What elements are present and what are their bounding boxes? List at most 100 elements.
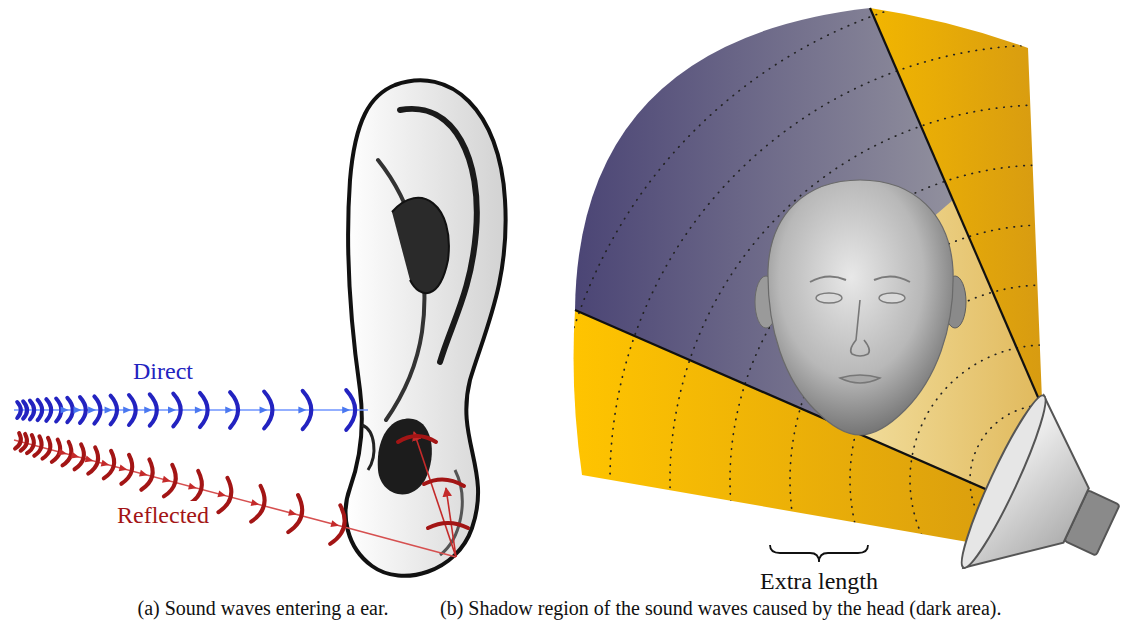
arrowhead [105,407,113,414]
speaker-rim [952,390,1056,573]
wave-arc [150,394,157,425]
wave-arc [398,436,436,442]
brace [770,545,868,562]
head [755,180,966,435]
wave-arc [424,479,464,486]
wave-arc [330,505,349,546]
wave-crest [144,394,157,425]
wave-arc [121,455,135,486]
sound-fan [490,0,1132,639]
caption: (a) Sound waves entering a ear. [137,596,388,620]
wave-arc [141,459,156,491]
arrowhead [251,499,261,508]
wave-arc [15,433,23,449]
wave-crest [98,449,117,480]
wave-crest [214,477,235,515]
arrowhead [144,407,152,414]
wave-crest [56,440,74,467]
reflected-ray [414,432,456,557]
arrowhead [74,407,82,414]
nose [851,300,870,356]
wave-crest [168,394,181,427]
tragus [362,425,374,470]
wave-crest [195,393,208,427]
wave-crest [34,436,44,457]
wave-arc [104,451,118,480]
ear [346,80,506,576]
face [768,180,953,435]
wave-crest [23,401,27,418]
arrowhead [330,520,340,529]
arrowhead [88,407,96,414]
wave-front [670,105,1132,639]
wave-label: Direct [133,357,193,386]
arrowhead [225,407,233,414]
wave-front [610,45,1132,639]
wave-front [490,0,1132,639]
wave-crest [68,443,86,471]
arrowhead [217,490,227,499]
arrowhead [188,483,198,492]
reflection [348,432,468,557]
wave-arc [21,434,29,452]
mouth [840,375,880,383]
fossa [392,198,449,293]
arrowhead [85,455,95,464]
wave-arc [173,394,180,427]
caption: (b) Shadow region of the sound waves cau… [440,596,1126,620]
wave-arc [200,393,208,427]
wave-crest [61,398,73,422]
wave-crest [116,453,136,485]
arrowhead [119,464,129,473]
arrowhead [298,407,306,414]
wave-crest [105,396,117,425]
wave-arc [303,391,312,429]
wave-crest [38,400,43,420]
arrowhead [71,452,81,461]
wave-fronts [490,0,1132,639]
arrowhead [288,509,298,518]
wave-front [550,0,1132,639]
wave-arc [67,398,72,422]
wave-front [910,345,1132,615]
wave-crest [56,399,61,422]
wave-arc [251,486,268,524]
wave-crest [247,485,269,524]
wave-crest [17,402,21,418]
ear-outline [346,80,506,576]
arrowhead [162,476,172,485]
wave-arc [230,392,238,428]
wave-crest [326,504,349,546]
sound-waves [14,390,368,546]
wave-arc [129,395,136,425]
wave-arc [264,392,272,429]
wave-arc [218,478,235,514]
wave-arc [42,438,52,460]
wave-arc [346,390,355,430]
wave-arc [111,396,117,425]
wave-crest [15,433,23,449]
loudspeaker [952,390,1132,616]
wave-crest [123,395,136,425]
arrowhead [168,407,176,414]
reflected-wave [14,433,349,546]
arrowhead [342,407,350,414]
wave-arc [17,402,21,418]
wave-arc [56,399,61,422]
wave-crest [30,401,34,420]
wave-arc [30,401,34,420]
wave-arc [288,495,306,534]
wave-crest [82,446,101,475]
arrowhead [139,470,149,479]
wave-front [730,165,1132,639]
arrowhead [260,407,268,414]
wave-crest [74,397,86,423]
wave-crest [42,438,52,460]
wave-arc [94,396,100,423]
eyebrow [810,276,846,282]
wave-crest [298,391,311,429]
wave-arc [23,401,27,418]
wave-crest [342,390,355,430]
